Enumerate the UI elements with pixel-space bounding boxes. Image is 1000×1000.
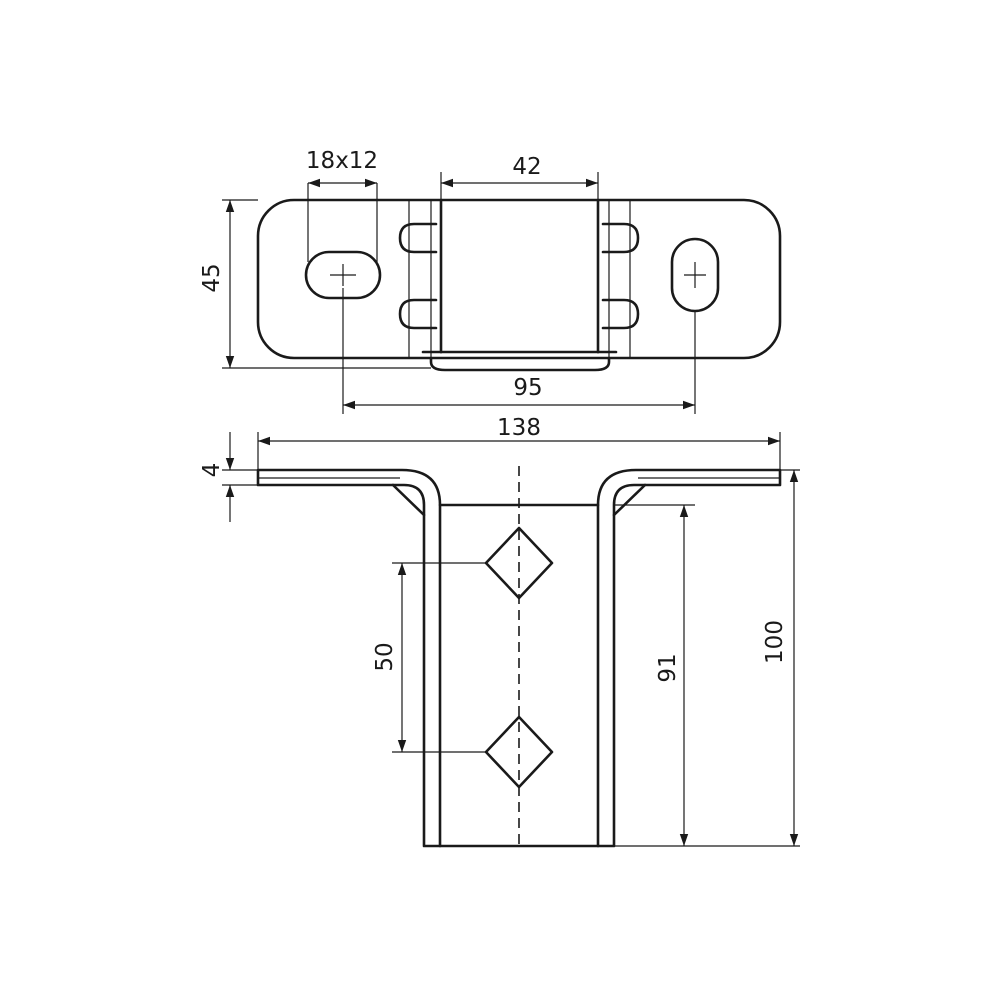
- dim-plate-thickness-label: 4: [199, 463, 225, 478]
- relief-oval-right-top: [601, 222, 640, 254]
- front-bracket-outline: [256, 468, 782, 848]
- dim-plate-length-label: 138: [497, 415, 541, 441]
- dim-plate-depth-label: 45: [199, 263, 225, 292]
- dim-overall-height-label: 100: [762, 620, 788, 664]
- dim-slot-size: 18x12: [306, 148, 378, 262]
- dim-plate-depth: 45: [199, 199, 431, 369]
- dim-diamond-pitch-label: 50: [372, 642, 398, 671]
- relief-oval-left-bottom: [398, 298, 438, 330]
- dim-tube-height-label: 91: [655, 653, 681, 682]
- dim-tube-height: 91: [614, 504, 800, 847]
- front-gusset-left: [391, 483, 426, 517]
- dim-channel-width: 42: [440, 154, 599, 200]
- dim-overall-height: 100: [762, 469, 800, 846]
- dim-plate-length: 138: [257, 415, 781, 470]
- dim-hole-spacing: 95: [342, 288, 696, 414]
- dim-channel-width-label: 42: [512, 154, 541, 180]
- dim-diamond-pitch: 50: [372, 562, 486, 753]
- top-view: [256, 198, 782, 372]
- relief-oval-left-top: [398, 222, 438, 254]
- top-channel-bottom: [429, 356, 611, 372]
- dim-slot-size-label: 18x12: [306, 148, 378, 174]
- front-view: [256, 466, 782, 848]
- top-plate-outline: [256, 198, 782, 360]
- dim-hole-spacing-label: 95: [513, 375, 542, 401]
- relief-oval-right-bottom: [601, 298, 640, 330]
- dim-plate-thickness: 4: [199, 432, 258, 522]
- front-gusset-right: [612, 483, 647, 517]
